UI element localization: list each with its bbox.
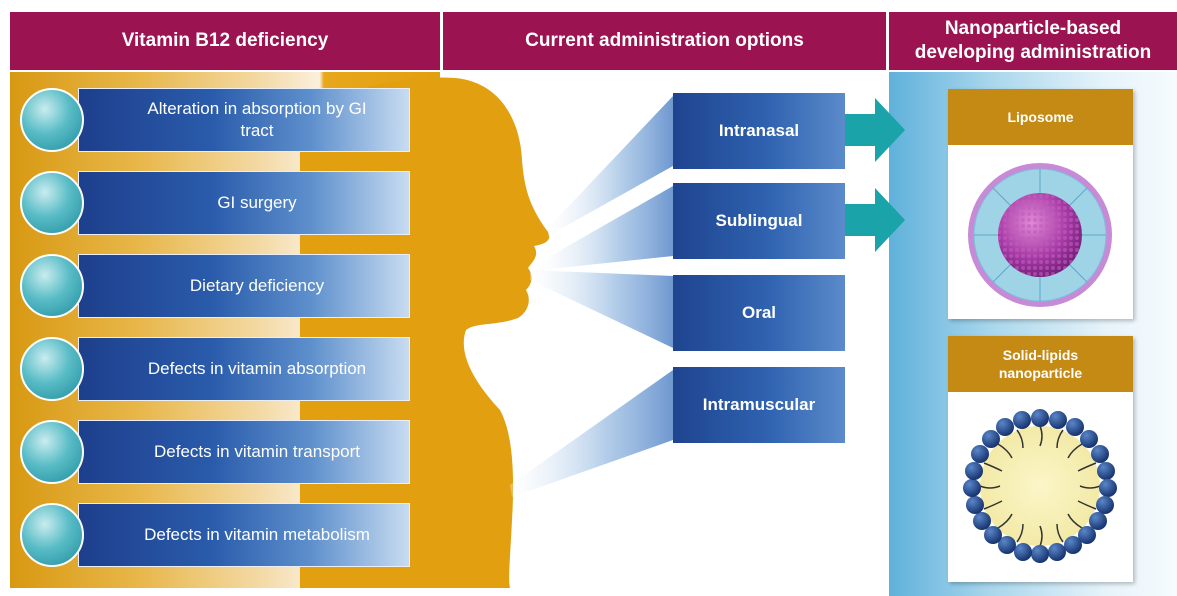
cause-bullet-icon (20, 503, 84, 567)
teal-arrows (845, 98, 905, 252)
route-label: Intranasal (718, 121, 800, 140)
header-col3-line2: developing administration (914, 42, 1152, 63)
cause-bullet-icon (20, 171, 84, 235)
route-intramuscular: Intramuscular (673, 367, 845, 443)
liposome-label: Liposome (948, 89, 1133, 145)
route-sublingual: Sublingual (673, 183, 845, 259)
solid-lipid-label-line2: nanoparticle (998, 365, 1083, 381)
cause-bullet-icon (20, 254, 84, 318)
cause-text: Alteration in absorption by GI (147, 99, 367, 118)
cause-bar: Alteration in absorption by GI tract (78, 88, 410, 152)
cause-text: Defects in vitamin metabolism (144, 525, 370, 544)
ray-oral (530, 270, 673, 348)
cause-bullet-icon (20, 337, 84, 401)
liposome-label-text: Liposome (1007, 109, 1074, 125)
administration-rays (510, 96, 673, 497)
cause-text: GI surgery (217, 193, 297, 212)
route-label: Oral (741, 303, 777, 322)
solid-lipid-label-line1: Solid-lipids (1002, 347, 1079, 363)
cause-text: Dietary deficiency (189, 276, 325, 295)
header-col2-text: Current administration options (525, 30, 804, 51)
route-oral: Oral (673, 275, 845, 351)
ray-intranasal (548, 96, 673, 236)
cause-text: tract (240, 121, 274, 140)
cause-bar: Defects in vitamin absorption (78, 337, 410, 401)
cause-bar: Defects in vitamin transport (78, 420, 410, 484)
header-nanoparticle-administration: Nanoparticle-based developing administra… (889, 12, 1177, 70)
header-vitamin-b12-deficiency: Vitamin B12 deficiency (10, 12, 440, 70)
header-col3-line1: Nanoparticle-based (944, 18, 1122, 39)
solid-lipid-label: Solid-lipids nanoparticle (948, 336, 1133, 392)
arrow-intranasal-icon (845, 98, 905, 162)
liposome-icon (968, 163, 1112, 307)
route-label: Intramuscular (702, 395, 816, 414)
ray-intramuscular (510, 370, 673, 497)
solid-lipid-nanoparticle-card: Solid-lipids nanoparticle (948, 336, 1133, 582)
cause-bullet-icon (20, 88, 84, 152)
cause-bar: Defects in vitamin metabolism (78, 503, 410, 567)
arrow-sublingual-icon (845, 188, 905, 252)
cause-bar: Dietary deficiency (78, 254, 410, 318)
route-label: Sublingual (715, 211, 803, 230)
cause-bullet-icon (20, 420, 84, 484)
header-current-administration: Current administration options (443, 12, 886, 70)
ray-sublingual (540, 186, 673, 270)
cause-bar: GI surgery (78, 171, 410, 235)
header-col1-text: Vitamin B12 deficiency (121, 30, 329, 51)
liposome-card: Liposome (948, 89, 1133, 319)
route-intranasal: Intranasal (673, 93, 845, 169)
cause-text: Defects in vitamin transport (154, 442, 360, 461)
cause-text: Defects in vitamin absorption (147, 359, 367, 378)
solid-lipid-nanoparticle-icon (963, 409, 1117, 563)
